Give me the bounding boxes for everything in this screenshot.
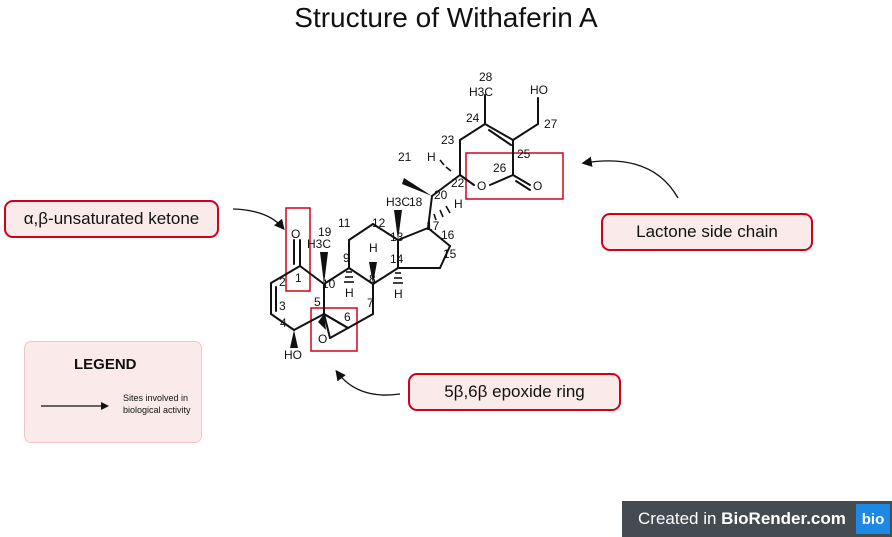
biorender-badge[interactable]: Created in BioRender.com bio (622, 501, 892, 537)
label-h-9: H (345, 286, 354, 300)
label-28: 28 (479, 70, 493, 84)
biorender-text: Created in BioRender.com (622, 509, 846, 529)
label-21: 21 (398, 150, 412, 164)
label-23: 23 (441, 133, 455, 147)
label-4: 4 (280, 316, 287, 330)
label-h-17: H (454, 197, 463, 211)
label-o-epoxide: O (318, 332, 327, 346)
label-3: 3 (279, 299, 286, 313)
label-ho-bottom: HO (284, 348, 302, 362)
label-o-carbonyl: O (533, 179, 542, 193)
legend-box: LEGEND Sites involved in biological acti… (24, 341, 202, 443)
label-11: 11 (338, 216, 351, 230)
epoxide-pointer-arrow (335, 369, 401, 396)
label-h3c-18: H3C (386, 195, 410, 209)
label-h-14: H (394, 287, 403, 301)
label-20: 20 (434, 188, 448, 202)
brand-prefix: Created in (638, 509, 722, 528)
label-6: 6 (344, 310, 351, 324)
label-10: 10 (322, 277, 336, 291)
hashed-bonds (344, 159, 452, 284)
lactone-highlight-box (465, 152, 564, 200)
label-h3c-28: H3C (469, 85, 493, 99)
label-9: 9 (343, 251, 350, 265)
ketone-highlight-box (285, 207, 311, 292)
label-7: 7 (367, 296, 374, 310)
label-15: 15 (443, 247, 457, 261)
label-h-22: H (427, 150, 436, 164)
bonds (270, 94, 539, 339)
label-14: 14 (390, 252, 404, 266)
legend-title: LEGEND (74, 356, 137, 373)
label-5: 5 (314, 295, 321, 309)
lactone-callout: Lactone side chain (601, 213, 813, 251)
label-22: 22 (451, 176, 465, 190)
ketone-pointer-arrow (232, 208, 285, 230)
label-ho-top: HO (530, 83, 548, 97)
label-19: 19 (318, 225, 332, 239)
label-1: 1 (295, 271, 302, 285)
stereo-wedges (290, 178, 432, 348)
label-18: 18 (409, 195, 423, 209)
page-title: Structure of Withaferin A (294, 2, 598, 33)
epoxide-callout: 5β,6β epoxide ring (408, 373, 621, 411)
label-16: 16 (441, 228, 455, 242)
label-26: 26 (493, 161, 507, 175)
label-17: 17 (426, 219, 440, 233)
label-24: 24 (466, 111, 480, 125)
label-27: 27 (544, 117, 558, 131)
ketone-callout: α,β-unsaturated ketone (4, 200, 219, 238)
label-h-8top: H (369, 241, 378, 255)
label-o-ketone: O (291, 227, 300, 241)
lactone-pointer-arrow (581, 156, 679, 199)
epoxide-highlight-box (310, 307, 358, 352)
atom-labels: H3C 28 HO 27 24 25 23 26 21 H 22 O O 20 … (279, 70, 558, 362)
label-13: 13 (390, 230, 404, 244)
label-25: 25 (517, 147, 531, 161)
label-2: 2 (279, 275, 286, 289)
biorender-logo-icon: bio (856, 504, 890, 534)
brand-name: BioRender.com (721, 509, 846, 528)
label-12: 12 (372, 216, 386, 230)
label-8: 8 (369, 272, 376, 286)
label-o-ring: O (477, 179, 486, 193)
legend-arrow-icon (41, 402, 109, 410)
label-h3c-19: H3C (307, 237, 331, 251)
legend-arrow-text: Sites involved in biological activity (123, 393, 191, 415)
